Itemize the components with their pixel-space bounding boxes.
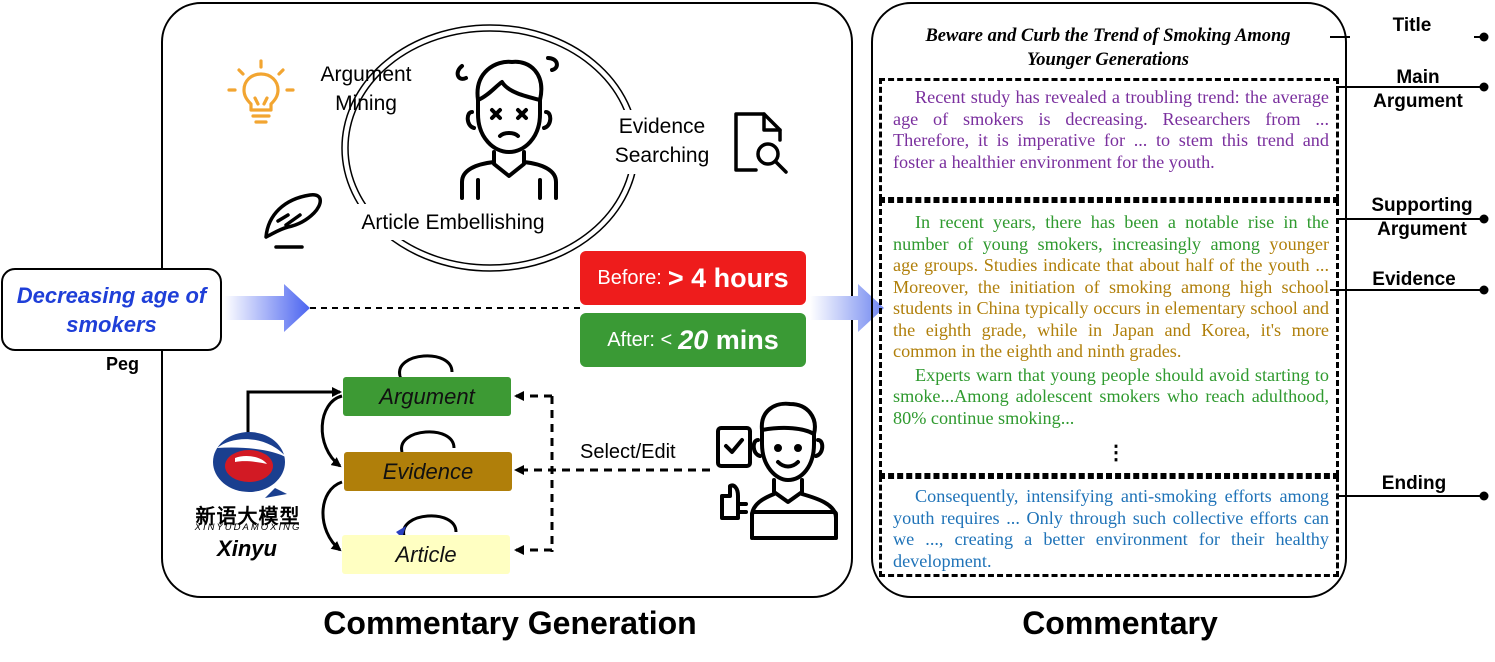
commentary-panel bbox=[871, 2, 1347, 598]
before-time-badge: Before: > 4 hours bbox=[580, 251, 806, 305]
evidence-node[interactable]: Evidence bbox=[344, 452, 512, 491]
xinyu-pinyin: XINYUDAMOXING bbox=[194, 522, 302, 533]
body-text: In recent years, there has been a notabl… bbox=[893, 212, 1329, 429]
after-unit: mins bbox=[715, 324, 779, 355]
after-number: 20 bbox=[678, 324, 709, 355]
feather-pen-icon bbox=[264, 193, 322, 249]
ending-text: Consequently, intensifying anti-smoking … bbox=[893, 486, 1329, 571]
peg-label: Peg bbox=[106, 354, 140, 374]
caption-commentary: Commentary bbox=[1022, 605, 1218, 641]
peg-box[interactable]: Decreasing age of smokers bbox=[1, 268, 222, 351]
body-box bbox=[879, 200, 1339, 476]
editor-person-icon bbox=[716, 401, 838, 540]
body-ellipsis: ⋮ bbox=[1106, 442, 1126, 464]
label-ending: Ending bbox=[1381, 473, 1447, 494]
commentary-title: Beware and Curb the Trend of Smoking Amo… bbox=[925, 26, 1291, 70]
after-time-badge: After: < 20 mins bbox=[580, 313, 806, 367]
article-embellishing-label: Article Embellishing bbox=[361, 211, 545, 234]
lightbulb-icon bbox=[227, 59, 295, 124]
evidence-searching-label: Evidence Searching bbox=[614, 115, 710, 167]
after-prefix: After: < bbox=[607, 328, 673, 351]
xinyu-logo bbox=[213, 432, 287, 498]
article-node[interactable]: Article bbox=[342, 535, 510, 574]
ending-box bbox=[879, 476, 1339, 577]
label-evidence: Evidence bbox=[1372, 269, 1456, 290]
argument-mining-label: Argument Mining bbox=[320, 63, 412, 115]
select-edit-label: Select/Edit bbox=[580, 441, 676, 463]
caption-commentary-generation: Commentary Generation bbox=[323, 605, 697, 641]
supporting-argument-2: Experts warn that young people should av… bbox=[893, 364, 1329, 428]
main-argument-box bbox=[879, 78, 1339, 200]
document-search-icon bbox=[734, 112, 788, 174]
supporting-argument-1: In recent years, there has been a notabl… bbox=[893, 212, 1329, 254]
label-supporting-argument: Supporting Argument bbox=[1371, 195, 1473, 240]
label-main-argument: Main Argument bbox=[1373, 67, 1463, 112]
before-value: > 4 hours bbox=[667, 262, 789, 293]
before-prefix: Before: bbox=[597, 266, 662, 289]
peg-text: Decreasing age of smokers bbox=[16, 282, 207, 337]
argument-node[interactable]: Argument bbox=[343, 377, 511, 416]
main-argument-text: Recent study has revealed a troubling tr… bbox=[893, 87, 1329, 172]
xinyu-name: Xinyu bbox=[217, 536, 277, 561]
evidence-text-1: younger age groups. Studies indicate tha… bbox=[893, 233, 1330, 362]
label-title: Title bbox=[1350, 14, 1474, 38]
xinyu-chinese-name: 新语大模型 bbox=[195, 506, 301, 528]
dizzy-person-icon bbox=[455, 56, 559, 200]
